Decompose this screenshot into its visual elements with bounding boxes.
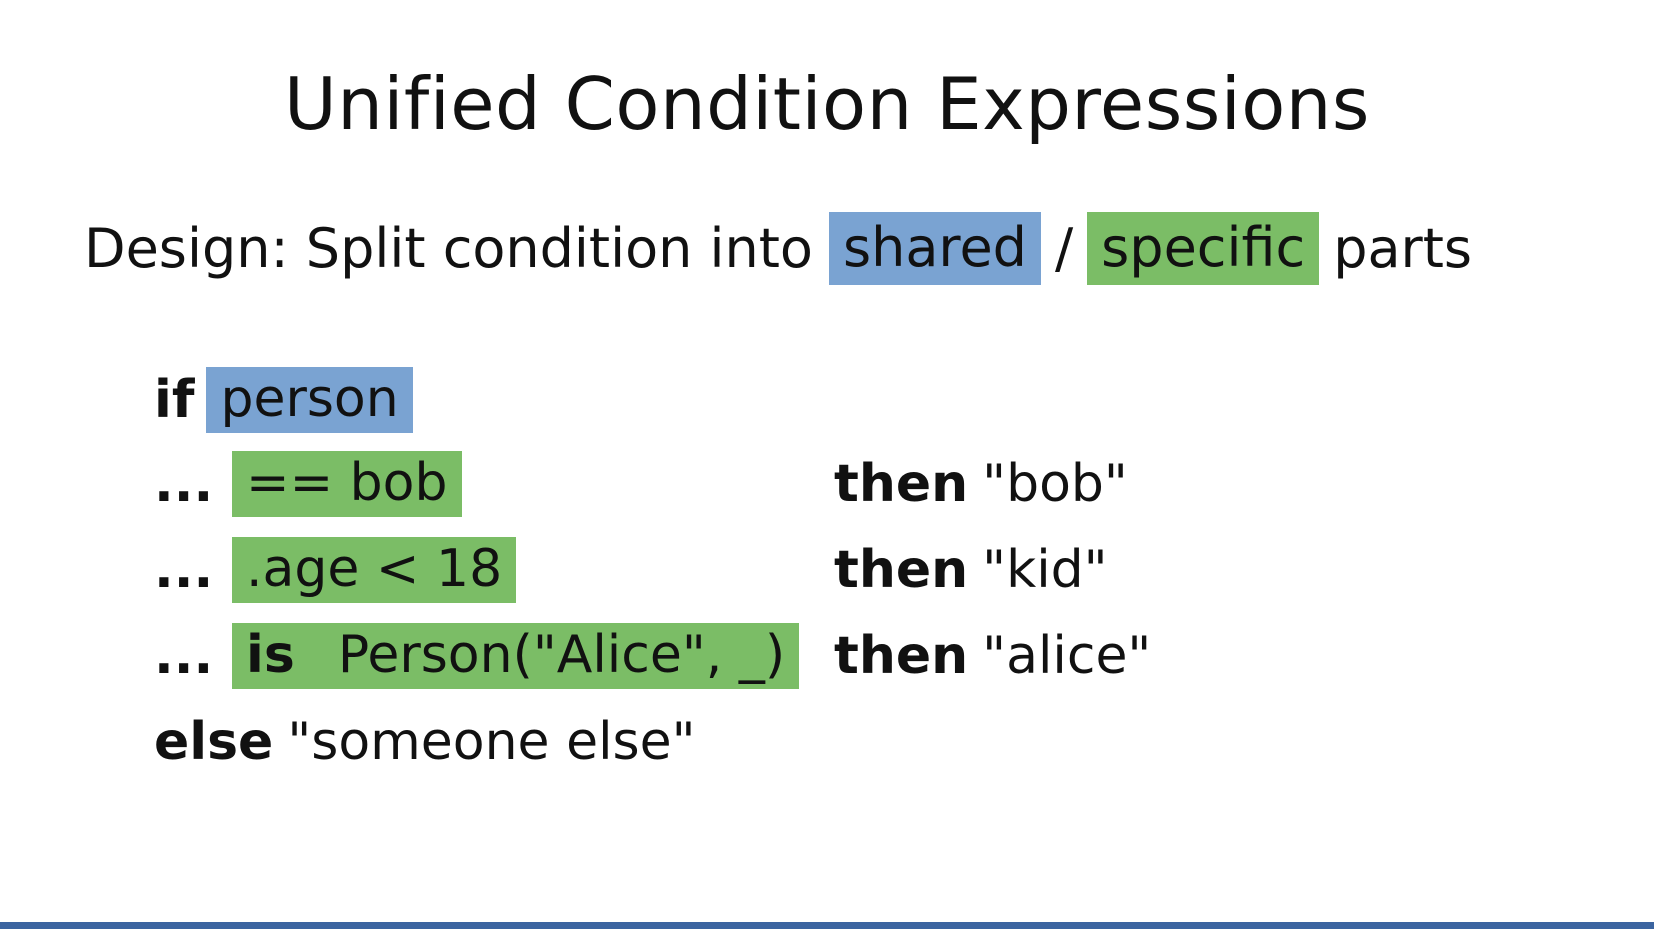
branch-condition-highlight: == bob	[232, 451, 462, 517]
branch-line: ... == bob	[154, 451, 462, 517]
slide-title: Unified Condition Expressions	[284, 62, 1370, 146]
continuation-dots: ...	[154, 626, 214, 686]
continuation-dots: ...	[154, 540, 214, 600]
if-line: if person	[154, 367, 413, 433]
then-result: "kid"	[982, 540, 1108, 600]
branch-condition: == bob	[246, 453, 448, 513]
then-result: "bob"	[982, 454, 1128, 514]
then-clause: then "alice"	[834, 626, 1151, 686]
then-clause: then "bob"	[834, 454, 1128, 514]
then-keyword: then	[834, 540, 969, 600]
then-keyword: then	[834, 454, 969, 514]
continuation-dots: ...	[154, 454, 214, 514]
is-keyword: is	[246, 625, 295, 685]
design-statement: Design: Split condition into shared / sp…	[84, 212, 1472, 285]
else-keyword: else	[154, 712, 274, 772]
scrutinee-highlight: person	[206, 367, 413, 433]
shared-highlight: shared	[828, 212, 1041, 285]
branch-line: ... is Person("Alice", _)	[154, 623, 800, 689]
if-keyword: if	[154, 370, 195, 430]
branch-condition: .age < 18	[246, 539, 503, 599]
design-separator: /	[1054, 217, 1074, 280]
branch-condition-highlight: is Person("Alice", _)	[232, 623, 800, 689]
branch-condition: Person("Alice", _)	[337, 625, 786, 685]
then-keyword: then	[834, 626, 969, 686]
branch-condition-highlight: .age < 18	[232, 537, 517, 603]
design-prefix: Design: Split condition into	[84, 217, 813, 280]
design-suffix: parts	[1333, 217, 1473, 280]
specific-highlight: specific	[1087, 212, 1320, 285]
branch-line: ... .age < 18	[154, 537, 517, 603]
bottom-accent-bar	[0, 922, 1654, 929]
then-clause: then "kid"	[834, 540, 1108, 600]
then-result: "alice"	[982, 626, 1152, 686]
else-line: else "someone else"	[154, 712, 696, 772]
else-result: "someone else"	[287, 712, 696, 772]
